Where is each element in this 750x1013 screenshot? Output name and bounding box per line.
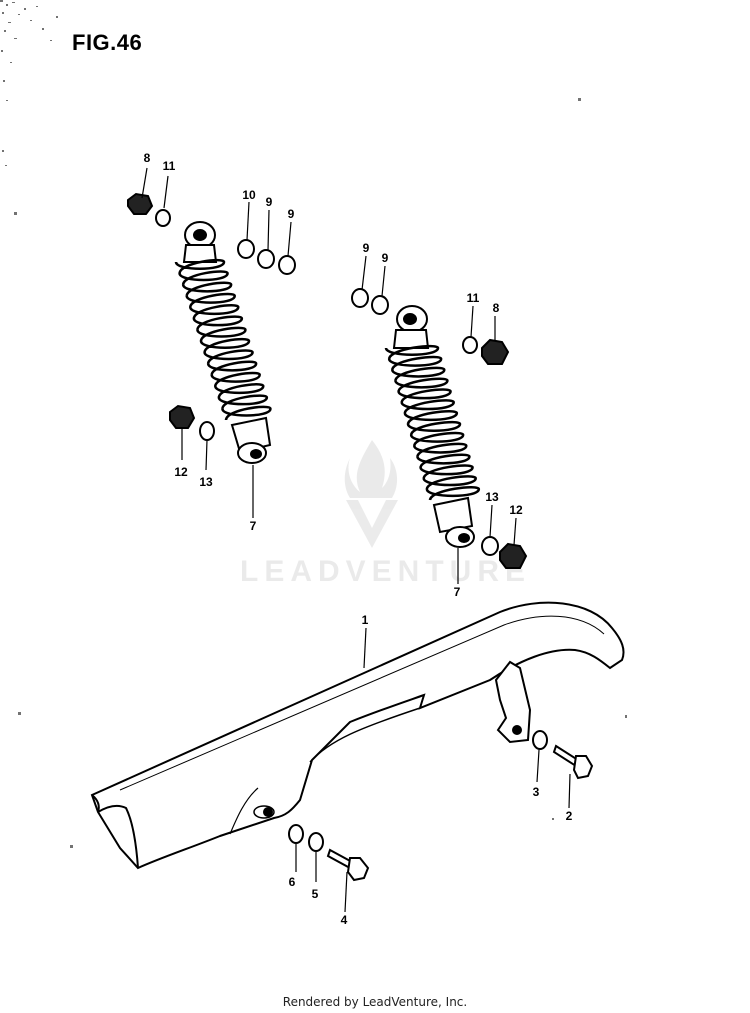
callout-8-right: 8 xyxy=(493,301,500,315)
washer-10 xyxy=(237,239,255,259)
callout-1: 1 xyxy=(362,613,369,627)
washer-9-d xyxy=(371,295,389,315)
washer-9-c xyxy=(351,288,369,308)
callout-11-left: 11 xyxy=(163,159,176,173)
leadventure-flame-logo xyxy=(344,440,398,548)
washer-6 xyxy=(288,824,304,844)
washer-11-left xyxy=(155,209,171,227)
hardware xyxy=(127,192,528,569)
washer-9-a xyxy=(257,249,275,269)
callout-7-left: 7 xyxy=(250,519,257,533)
callout-13-left: 13 xyxy=(199,475,213,489)
callout-12-right: 12 xyxy=(509,503,523,517)
callout-8-left: 8 xyxy=(144,151,151,165)
chain-case xyxy=(90,601,625,870)
callout-10: 10 xyxy=(242,188,256,202)
callout-9-c: 9 xyxy=(363,241,370,255)
callout-13-right: 13 xyxy=(485,490,499,504)
washer-13-right xyxy=(481,536,499,556)
washer-5 xyxy=(308,832,324,852)
scan-noise xyxy=(0,0,627,848)
callout-9-a: 9 xyxy=(266,195,273,209)
callout-2: 2 xyxy=(566,809,573,823)
case-hardware xyxy=(288,730,594,882)
callout-4: 4 xyxy=(341,913,348,927)
watermark-text: LEADVENTURE xyxy=(240,555,532,588)
figure-title: FIG.46 xyxy=(72,30,143,55)
callout-3: 3 xyxy=(533,785,540,799)
nut-8-left xyxy=(127,192,154,215)
callout-9-b: 9 xyxy=(288,207,295,221)
callout-5: 5 xyxy=(312,887,319,901)
callout-12-left: 12 xyxy=(174,465,188,479)
callout-11-right: 11 xyxy=(467,291,480,305)
callout-7-right: 7 xyxy=(454,585,461,599)
callout-6: 6 xyxy=(289,875,296,889)
washer-3 xyxy=(532,730,548,750)
left-shock-absorber xyxy=(174,221,272,464)
nut-8-right xyxy=(481,338,510,365)
leader-lines xyxy=(141,167,571,913)
nut-12-left xyxy=(169,404,196,429)
washer-13-left xyxy=(199,421,215,441)
washer-9-b xyxy=(278,255,296,275)
callout-9-d: 9 xyxy=(382,251,389,265)
nut-12-right xyxy=(499,542,528,569)
washer-11-right xyxy=(462,336,478,354)
right-shock-absorber xyxy=(384,305,481,548)
footer-credit: Rendered by LeadVenture, Inc. xyxy=(282,995,468,1009)
